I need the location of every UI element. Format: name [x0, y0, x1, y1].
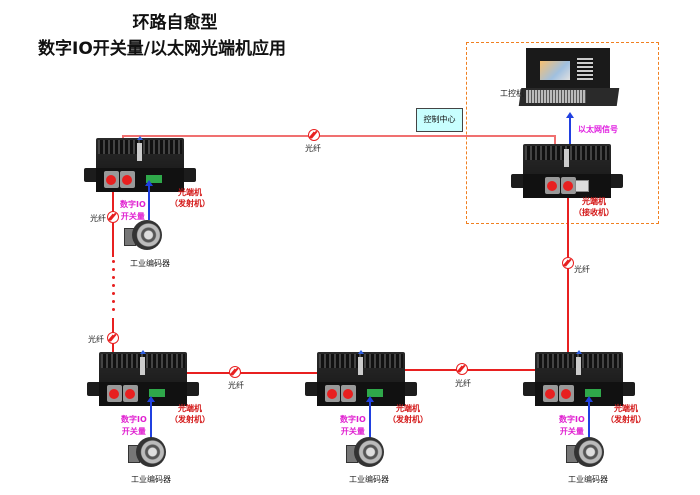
control-center-box: 控制中心 — [416, 108, 463, 132]
fiber-line-top — [122, 135, 554, 137]
transmitter-label-line1: 光端机 — [178, 404, 202, 413]
continuation-dot — [112, 284, 115, 287]
io-signal-label: 数字IO 开关量 — [559, 414, 585, 438]
fiber-label: 光纤 — [228, 381, 244, 390]
encoder-label: 工业编码器 — [130, 259, 170, 268]
io-signal-label: 数字IO 开关量 — [121, 414, 147, 438]
fiber-line-right-vertical — [567, 190, 569, 390]
fiber-icon — [562, 257, 574, 269]
fiber-icon — [229, 366, 241, 378]
io-signal-line2: 开关量 — [121, 427, 146, 436]
receiver-label-line1: 光端机 — [582, 197, 606, 206]
io-terminal — [146, 175, 162, 183]
transmitter-label-line2: （发射机） — [388, 415, 428, 424]
transmitter-label-line1: 光端机 — [178, 188, 202, 197]
fiber-label: 光纤 — [305, 144, 321, 153]
continuation-dot — [112, 308, 115, 311]
receiver-device — [511, 144, 623, 200]
transmitter-label: 光端机 （发射机） — [606, 403, 646, 425]
industrial-pc — [518, 44, 620, 112]
transmitter-label-line1: 光端机 — [396, 404, 420, 413]
io-signal-line2: 开关量 — [559, 427, 584, 436]
encoder-label: 工业编码器 — [349, 475, 389, 484]
ethernet-port — [575, 180, 589, 192]
encoder-icon — [124, 220, 164, 252]
transmitter-device-bottom-right — [523, 350, 635, 408]
control-center-region — [466, 42, 659, 224]
io-arrow — [145, 180, 153, 220]
fiber-label: 光纤 — [574, 265, 590, 274]
fiber-label: 光纤 — [455, 379, 471, 388]
io-signal-label: 数字IO 开关量 — [340, 414, 366, 438]
fiber-icon — [107, 211, 119, 223]
transmitter-label-line1: 光端机 — [614, 404, 638, 413]
continuation-dot — [112, 260, 115, 263]
continuation-dot — [112, 276, 115, 279]
encoder-icon — [128, 437, 168, 469]
transmitter-label-line2: （发射机） — [606, 415, 646, 424]
pc-keyboard — [526, 90, 586, 103]
encoder-label: 工业编码器 — [131, 475, 171, 484]
io-signal-line1: 数字IO — [120, 200, 146, 209]
diagram-subtitle: 数字IO开关量/以太网光端机应用 — [38, 39, 286, 59]
io-signal-line2: 开关量 — [340, 427, 365, 436]
io-arrow — [585, 396, 593, 440]
io-signal-line1: 数字IO — [121, 415, 147, 424]
pc-buttons — [577, 58, 593, 80]
pc-screen — [540, 61, 570, 80]
receiver-label: 光端机 （接收机） — [574, 196, 614, 218]
io-signal-line2: 开关量 — [120, 212, 145, 221]
io-signal-label: 数字IO 开关量 — [120, 199, 146, 223]
ethernet-arrow — [566, 112, 574, 146]
io-arrow — [147, 396, 155, 440]
transmitter-device-bottom-middle — [305, 350, 417, 408]
fiber-icon — [308, 129, 320, 141]
diagram-title: 环路自愈型 — [132, 13, 218, 33]
io-arrow — [366, 396, 374, 440]
fiber-icon — [107, 332, 119, 344]
ethernet-signal-label: 以太网信号 — [578, 125, 618, 134]
industrial-pc-label: 工控机 — [500, 89, 524, 98]
transmitter-label: 光端机 （发射机） — [170, 403, 210, 425]
receiver-label-line2: （接收机） — [574, 208, 614, 217]
continuation-dot — [112, 292, 115, 295]
fiber-label: 光纤 — [90, 214, 106, 223]
encoder-icon — [346, 437, 386, 469]
fiber-line-bottom-right — [345, 369, 545, 371]
io-signal-line1: 数字IO — [559, 415, 585, 424]
io-signal-line1: 数字IO — [340, 415, 366, 424]
fiber-icon — [456, 363, 468, 375]
transmitter-label: 光端机 （发射机） — [170, 187, 210, 209]
encoder-label: 工业编码器 — [568, 475, 608, 484]
encoder-icon — [566, 437, 606, 469]
transmitter-label: 光端机 （发射机） — [388, 403, 428, 425]
transmitter-label-line2: （发射机） — [170, 415, 210, 424]
continuation-dot — [112, 300, 115, 303]
fiber-label: 光纤 — [88, 335, 104, 344]
transmitter-device-bottom-left — [87, 350, 199, 408]
transmitter-device-top-left — [84, 136, 196, 194]
transmitter-label-line2: （发射机） — [170, 199, 210, 208]
continuation-dot — [112, 268, 115, 271]
